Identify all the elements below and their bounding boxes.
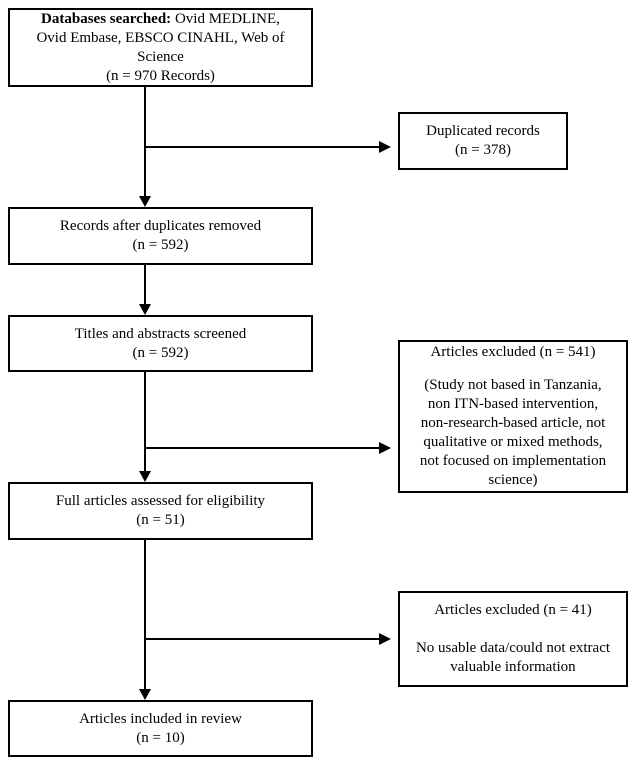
box-text-line: Full articles assessed for eligibility [55,493,266,509]
box-text-line: Records after duplicates removed [59,218,262,234]
arrowhead-right-excluded-fulltext [379,633,391,645]
line-dedup-to-screened [144,265,146,305]
box-text-line: (n = 970 Records) [106,67,215,84]
line-screened-to-eligibility [144,372,146,472]
box-text-line: not focused on implementation [419,453,607,469]
box-text-line: non ITN-based intervention, [427,396,599,412]
blank-line [404,362,622,376]
box-title-line: Articles excluded (n = 541) [430,344,596,360]
box-text-line: (n = 378) [455,142,511,158]
box-text-line: science) [488,472,538,488]
box-text-line: non-research-based article, not [420,415,606,431]
box-text-line: Titles and abstracts screened [74,325,247,342]
arrowhead-down-included [139,689,151,700]
line-branch-excluded-screening [145,447,379,449]
box-text-line: (n = 592) [132,344,189,361]
box-text-line: No usable data/could not extract [415,640,611,656]
box-articles-excluded-fulltext: Articles excluded (n = 41) No usable dat… [398,591,628,687]
box-titles-abstracts-screened: Titles and abstracts screened (n = 592) [8,315,313,372]
databases-label-bold: Databases searched: [41,10,172,27]
box-text-line: Science [137,48,184,65]
box-full-articles-assessed: Full articles assessed for eligibility (… [8,482,313,540]
box-text-line: Ovid Embase, EBSCO CINAHL, Web of [36,29,285,46]
line-branch-duplicated [145,146,379,148]
box-text-line: Articles included in review [79,710,242,727]
line-eligibility-to-included [144,540,146,689]
arrowhead-down-screened [139,304,151,315]
box-text-line: (Study not based in Tanzania, [424,377,602,393]
arrowhead-right-excluded-screening [379,442,391,454]
databases-label-rest: Ovid MEDLINE, [171,10,280,27]
box-databases-searched: Databases searched: Ovid MEDLINE, Ovid E… [8,8,313,87]
arrowhead-down-dedup [139,196,151,207]
box-text-line: Duplicated records [426,123,540,139]
arrowhead-down-eligibility [139,471,151,482]
box-text-line: qualitative or mixed methods, [423,434,603,450]
box-text-line: Databases searched: Ovid MEDLINE, [14,10,307,29]
arrowhead-right-duplicated [379,141,391,153]
line-databases-to-dedup [144,87,146,197]
box-text-line: (n = 592) [132,237,189,253]
box-records-after-duplicates: Records after duplicates removed (n = 59… [8,207,313,265]
box-text-line: valuable information [450,659,576,675]
box-text-line: (n = 51) [136,512,185,528]
line-branch-excluded-fulltext [145,638,379,640]
box-articles-excluded-screening: Articles excluded (n = 541) (Study not b… [398,340,628,493]
box-text-line: (n = 10) [136,729,185,746]
blank-line [404,620,622,639]
box-articles-included: Articles included in review (n = 10) [8,700,313,757]
box-duplicated-records: Duplicated records (n = 378) [398,112,568,170]
box-title-line: Articles excluded (n = 41) [434,602,592,618]
